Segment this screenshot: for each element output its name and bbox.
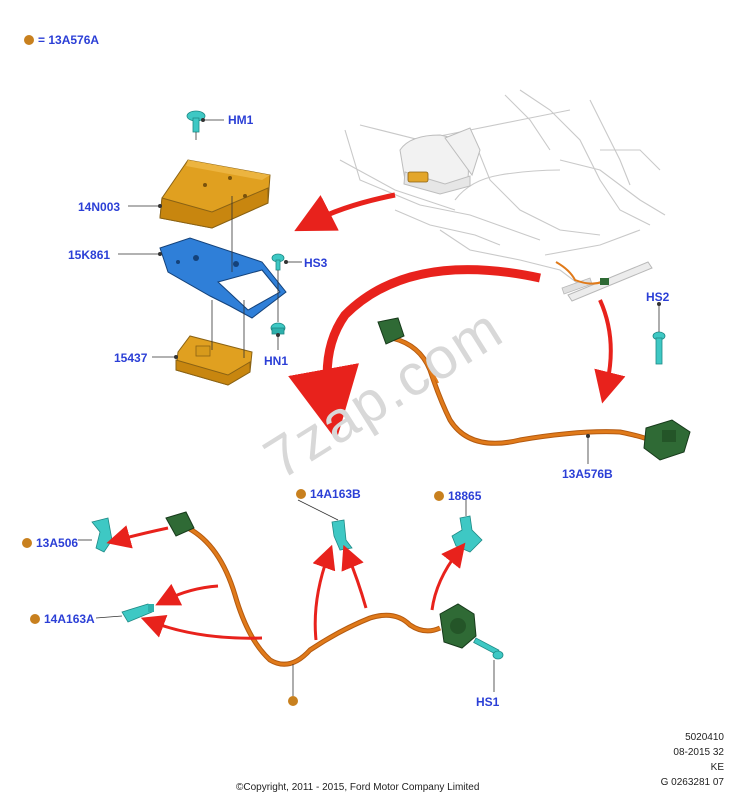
label-15437: 15437 bbox=[114, 351, 148, 365]
label-13a506: 13A506 bbox=[22, 536, 78, 550]
label-hs2: HS2 bbox=[646, 290, 670, 304]
vehicle-frame-lineart bbox=[339, 89, 666, 286]
fastener-hs2 bbox=[652, 331, 666, 365]
lower-arrows bbox=[106, 525, 466, 641]
arrow-to-connector bbox=[594, 299, 626, 404]
fastener-hm1 bbox=[186, 110, 206, 133]
leader-dots bbox=[158, 118, 661, 438]
terminal-14a163a bbox=[121, 603, 154, 623]
terminal-13a506 bbox=[91, 517, 113, 553]
part-dot-icon bbox=[296, 489, 306, 499]
label-18865-text: 18865 bbox=[448, 489, 482, 503]
terminal-18865 bbox=[451, 515, 483, 553]
label-15k861: 15K861 bbox=[68, 248, 111, 262]
label-14a163a-text: 14A163A bbox=[44, 612, 95, 626]
part-dot-icon bbox=[30, 614, 40, 624]
fastener-hs1 bbox=[473, 637, 504, 660]
legend-equals: = bbox=[38, 33, 46, 47]
part-dot-icon bbox=[434, 491, 444, 501]
legend-part: 13A576A bbox=[48, 33, 100, 47]
arrow-to-bracket-assembly bbox=[294, 192, 396, 232]
label-14a163b: 14A163B bbox=[296, 487, 361, 501]
copyright: ©Copyright, 2011 - 2015, Ford Motor Comp… bbox=[236, 782, 480, 793]
label-hs1: HS1 bbox=[476, 695, 500, 709]
label-18865: 18865 bbox=[434, 489, 481, 503]
label-14a163b-text: 14A163B bbox=[310, 487, 361, 501]
harness-in-vehicle bbox=[555, 261, 603, 285]
label-13a506-text: 13A506 bbox=[36, 536, 79, 550]
seat-module-highlight bbox=[407, 171, 429, 183]
reference-line-1: 5020410 bbox=[685, 732, 724, 743]
control-module-15437 bbox=[175, 335, 253, 386]
terminal-14a163b bbox=[331, 519, 353, 551]
reference-line-3: KE bbox=[710, 762, 724, 773]
label-leader-lines bbox=[78, 119, 660, 696]
part-dot-icon bbox=[22, 538, 32, 548]
wiring-harness-13a576a bbox=[165, 511, 477, 667]
part-dot-icon bbox=[24, 35, 34, 45]
reference-block: 5020410 08-2015 32 KE G 0263281 07 bbox=[661, 730, 724, 790]
label-hs3: HS3 bbox=[304, 256, 328, 270]
fastener-hs3 bbox=[271, 253, 285, 271]
reference-line-4: G 0263281 07 bbox=[660, 777, 724, 788]
connector-in-vehicle bbox=[600, 278, 609, 285]
label-14n003: 14N003 bbox=[78, 200, 121, 214]
label-14a163a: 14A163A bbox=[30, 612, 95, 626]
label-hn1: HN1 bbox=[264, 354, 289, 368]
label-13a576b: 13A576B bbox=[562, 467, 613, 481]
assembly-leader-lines bbox=[195, 132, 279, 358]
bracket-15k861 bbox=[159, 237, 287, 319]
reference-line-2: 08-2015 32 bbox=[673, 747, 724, 758]
arrow-to-main-harness bbox=[288, 265, 541, 441]
module-cover-14n003 bbox=[159, 159, 271, 229]
harness-13a576a-marker bbox=[288, 696, 298, 706]
wiring-harness-13a576b bbox=[377, 317, 691, 461]
legend: = 13A576A bbox=[24, 33, 99, 47]
fastener-hn1 bbox=[270, 322, 286, 335]
label-hm1: HM1 bbox=[228, 113, 254, 127]
